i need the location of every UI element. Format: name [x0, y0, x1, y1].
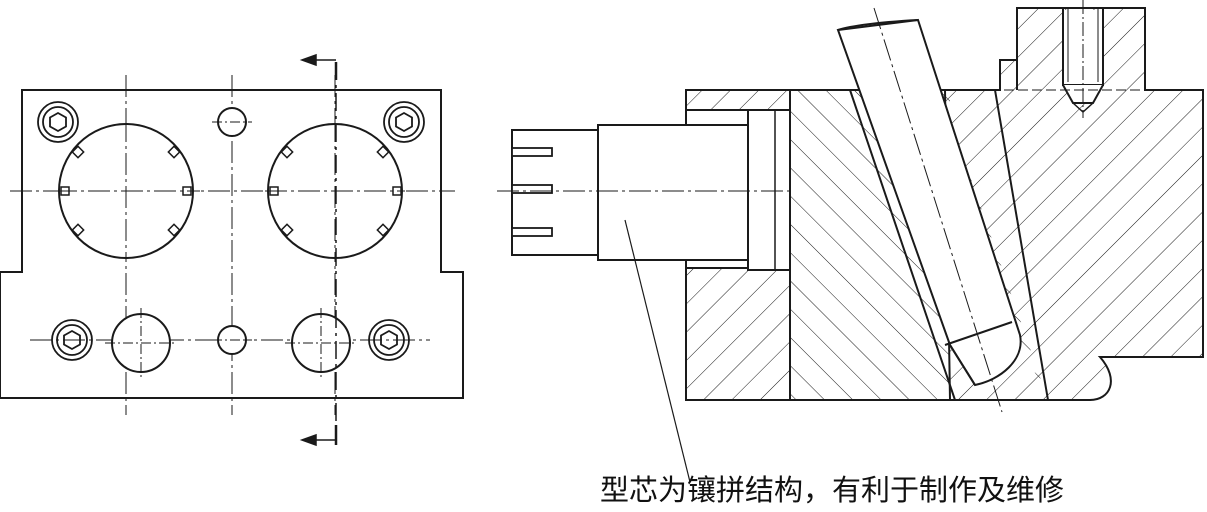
section-marker [299, 53, 338, 447]
slider-screw [1062, 0, 1104, 118]
screw-top-left [37, 101, 79, 143]
annotation-leader [624, 219, 691, 483]
plate-outline [0, 89, 464, 399]
core-body [597, 124, 749, 261]
annotation-text: 型芯为镶拼结构，有利于制作及维修 [600, 473, 1065, 507]
section-view [497, 0, 1204, 483]
screw-bottom-right [368, 319, 410, 361]
core-shoulder [747, 109, 791, 271]
front-view [0, 89, 464, 399]
screw-top-right [383, 101, 425, 143]
angle-pin [836, 18, 1022, 387]
screw-bottom-left [51, 319, 93, 361]
